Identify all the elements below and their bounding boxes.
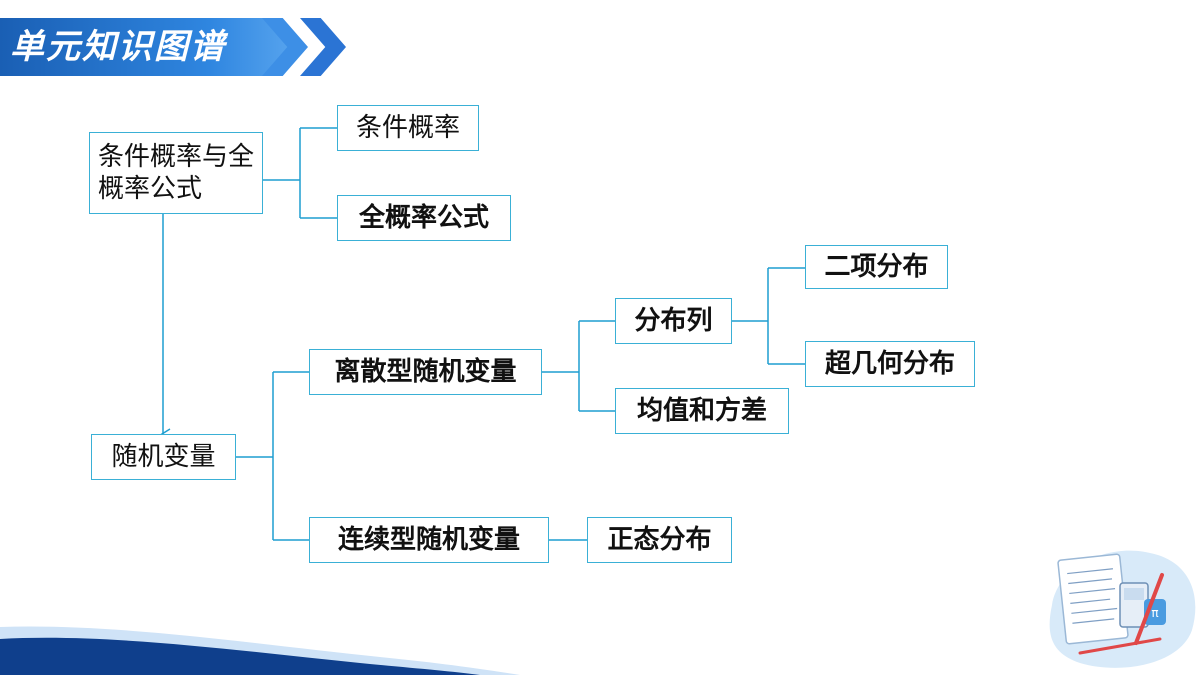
node-discrete-random-variable: 离散型随机变量 [309, 349, 542, 395]
node-total-probability-formula: 全概率公式 [337, 195, 511, 241]
node-normal-distribution: 正态分布 [587, 517, 732, 563]
node-continuous-random-variable: 连续型随机变量 [309, 517, 549, 563]
node-conditional-and-total-probability: 条件概率与全概率公式 [89, 132, 263, 214]
node-random-variable: 随机变量 [91, 434, 236, 480]
connector [263, 127, 337, 219]
connector [236, 371, 309, 541]
node-hypergeometric-distribution: 超几何分布 [805, 341, 975, 387]
page-title: 单元知识图谱 [10, 27, 226, 67]
node-distribution-list: 分布列 [615, 298, 732, 344]
header-banner [0, 18, 300, 76]
svg-text:π: π [1151, 606, 1158, 620]
node-binomial-distribution: 二项分布 [805, 245, 948, 289]
math-notebook-illustration: π [1049, 550, 1196, 668]
node-mean-and-variance: 均值和方差 [615, 388, 789, 434]
bottom-wave-decoration [0, 626, 520, 675]
node-conditional-probability: 条件概率 [337, 105, 479, 151]
connector [542, 320, 615, 412]
connector [732, 267, 805, 365]
